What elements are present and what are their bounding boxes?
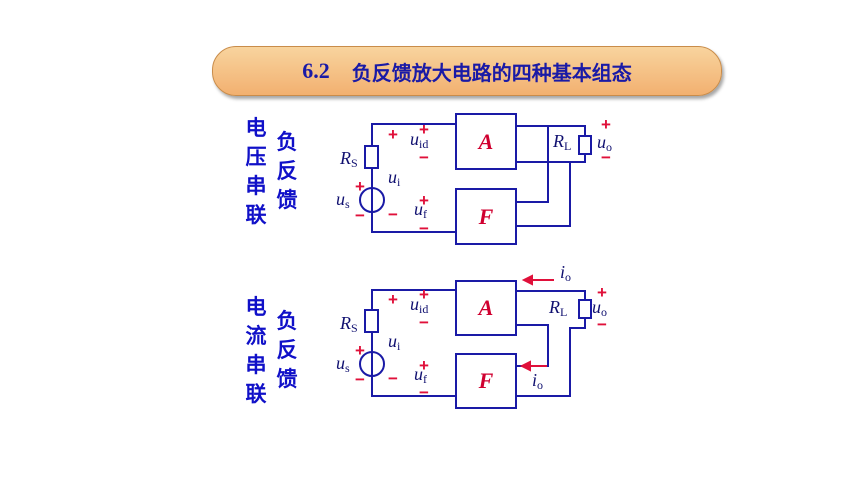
c1-ui-label: ui <box>388 167 401 189</box>
feedback-block-f-label: F <box>478 204 494 229</box>
rl-resistor-2 <box>578 299 592 319</box>
feedback-block-f-label: F <box>478 368 494 393</box>
rl-resistor-1 <box>578 135 592 155</box>
c2-rs-label: RS <box>340 313 358 335</box>
c1-uid-label: uid <box>410 129 429 151</box>
amplifier-block-a-label: A <box>478 295 494 320</box>
c2-plus-sign: + <box>597 283 607 302</box>
block-a-2 <box>455 280 517 336</box>
c2-minus-sign: − <box>597 315 607 334</box>
c1-minus-sign: − <box>355 206 365 225</box>
block-f-2 <box>455 353 517 409</box>
c2-uf-label: uf <box>414 364 427 386</box>
circuit1-type-label: 电 压 串 联 <box>243 114 269 230</box>
c1-uf-label: uf <box>414 199 427 221</box>
c2-minus-sign: − <box>419 313 429 332</box>
section-number: 6.2 <box>302 58 330 83</box>
c1-minus-sign: − <box>601 148 611 167</box>
c2-label-char: 联 <box>245 382 267 406</box>
circuit2-type-label: 电 流 串 联 <box>243 293 269 409</box>
c1-us-label: us <box>336 189 350 211</box>
c2-uo-label: uo <box>592 297 607 319</box>
c2-fb-char: 反 <box>276 338 298 362</box>
c2-io-top-label: io <box>560 262 572 284</box>
c1-fb-char: 负 <box>276 130 298 154</box>
c2-uid-label: uid <box>410 294 429 316</box>
section-title: 6.2 负反馈放大电路的四种基本组态 <box>212 46 722 96</box>
c1-fb-char: 反 <box>276 159 298 183</box>
c1-plus-sign: + <box>601 115 611 134</box>
c2-minus-sign: − <box>388 369 398 388</box>
c1-minus-sign: − <box>419 219 429 238</box>
circuit2-wires <box>359 280 592 409</box>
c2-minus-sign: − <box>419 383 429 402</box>
c2-io-bottom-label: io <box>532 370 544 392</box>
c1-rl-label: RL <box>553 131 572 153</box>
c1-plus-sign: + <box>419 191 429 210</box>
c2-plus-sign: + <box>419 285 429 304</box>
c1-plus-sign: + <box>388 125 398 144</box>
circuit2-feedback-label: 负 反 馈 <box>274 307 300 394</box>
c2-label-char: 流 <box>245 324 267 348</box>
c2-plus-sign: + <box>388 290 398 309</box>
c2-minus-sign: − <box>355 370 365 389</box>
c1-rs-label: RS <box>340 148 358 170</box>
c2-ui-label: ui <box>388 331 401 353</box>
rs-resistor-1 <box>364 145 379 169</box>
c1-label-char: 电 <box>245 116 267 140</box>
c1-minus-sign: − <box>388 205 398 224</box>
c2-plus-sign: + <box>419 356 429 375</box>
block-f-1 <box>455 188 517 245</box>
c2-label-char: 串 <box>245 353 267 377</box>
c2-label-char: 电 <box>245 295 267 319</box>
section-heading: 负反馈放大电路的四种基本组态 <box>351 60 632 85</box>
circuit1-feedback-label: 负 反 馈 <box>274 128 300 215</box>
c2-fb-char: 负 <box>276 309 298 333</box>
c2-rl-label: RL <box>549 297 568 319</box>
c2-fb-char: 馈 <box>276 367 298 391</box>
rs-resistor-2 <box>364 309 379 333</box>
c2-plus-sign: + <box>355 341 365 360</box>
block-a-1 <box>455 113 517 170</box>
circuit1-wires <box>359 113 592 245</box>
c1-plus-sign: + <box>419 120 429 139</box>
c1-label-char: 压 <box>245 145 267 169</box>
c1-fb-char: 馈 <box>276 188 298 212</box>
c1-plus-sign: + <box>355 177 365 196</box>
amplifier-block-a-label: A <box>478 129 494 154</box>
c2-us-label: us <box>336 353 350 375</box>
c1-minus-sign: − <box>419 148 429 167</box>
c1-label-char: 联 <box>245 203 267 227</box>
c1-uo-label: uo <box>597 132 612 154</box>
current-arrows <box>519 274 554 372</box>
c1-label-char: 串 <box>245 174 267 198</box>
